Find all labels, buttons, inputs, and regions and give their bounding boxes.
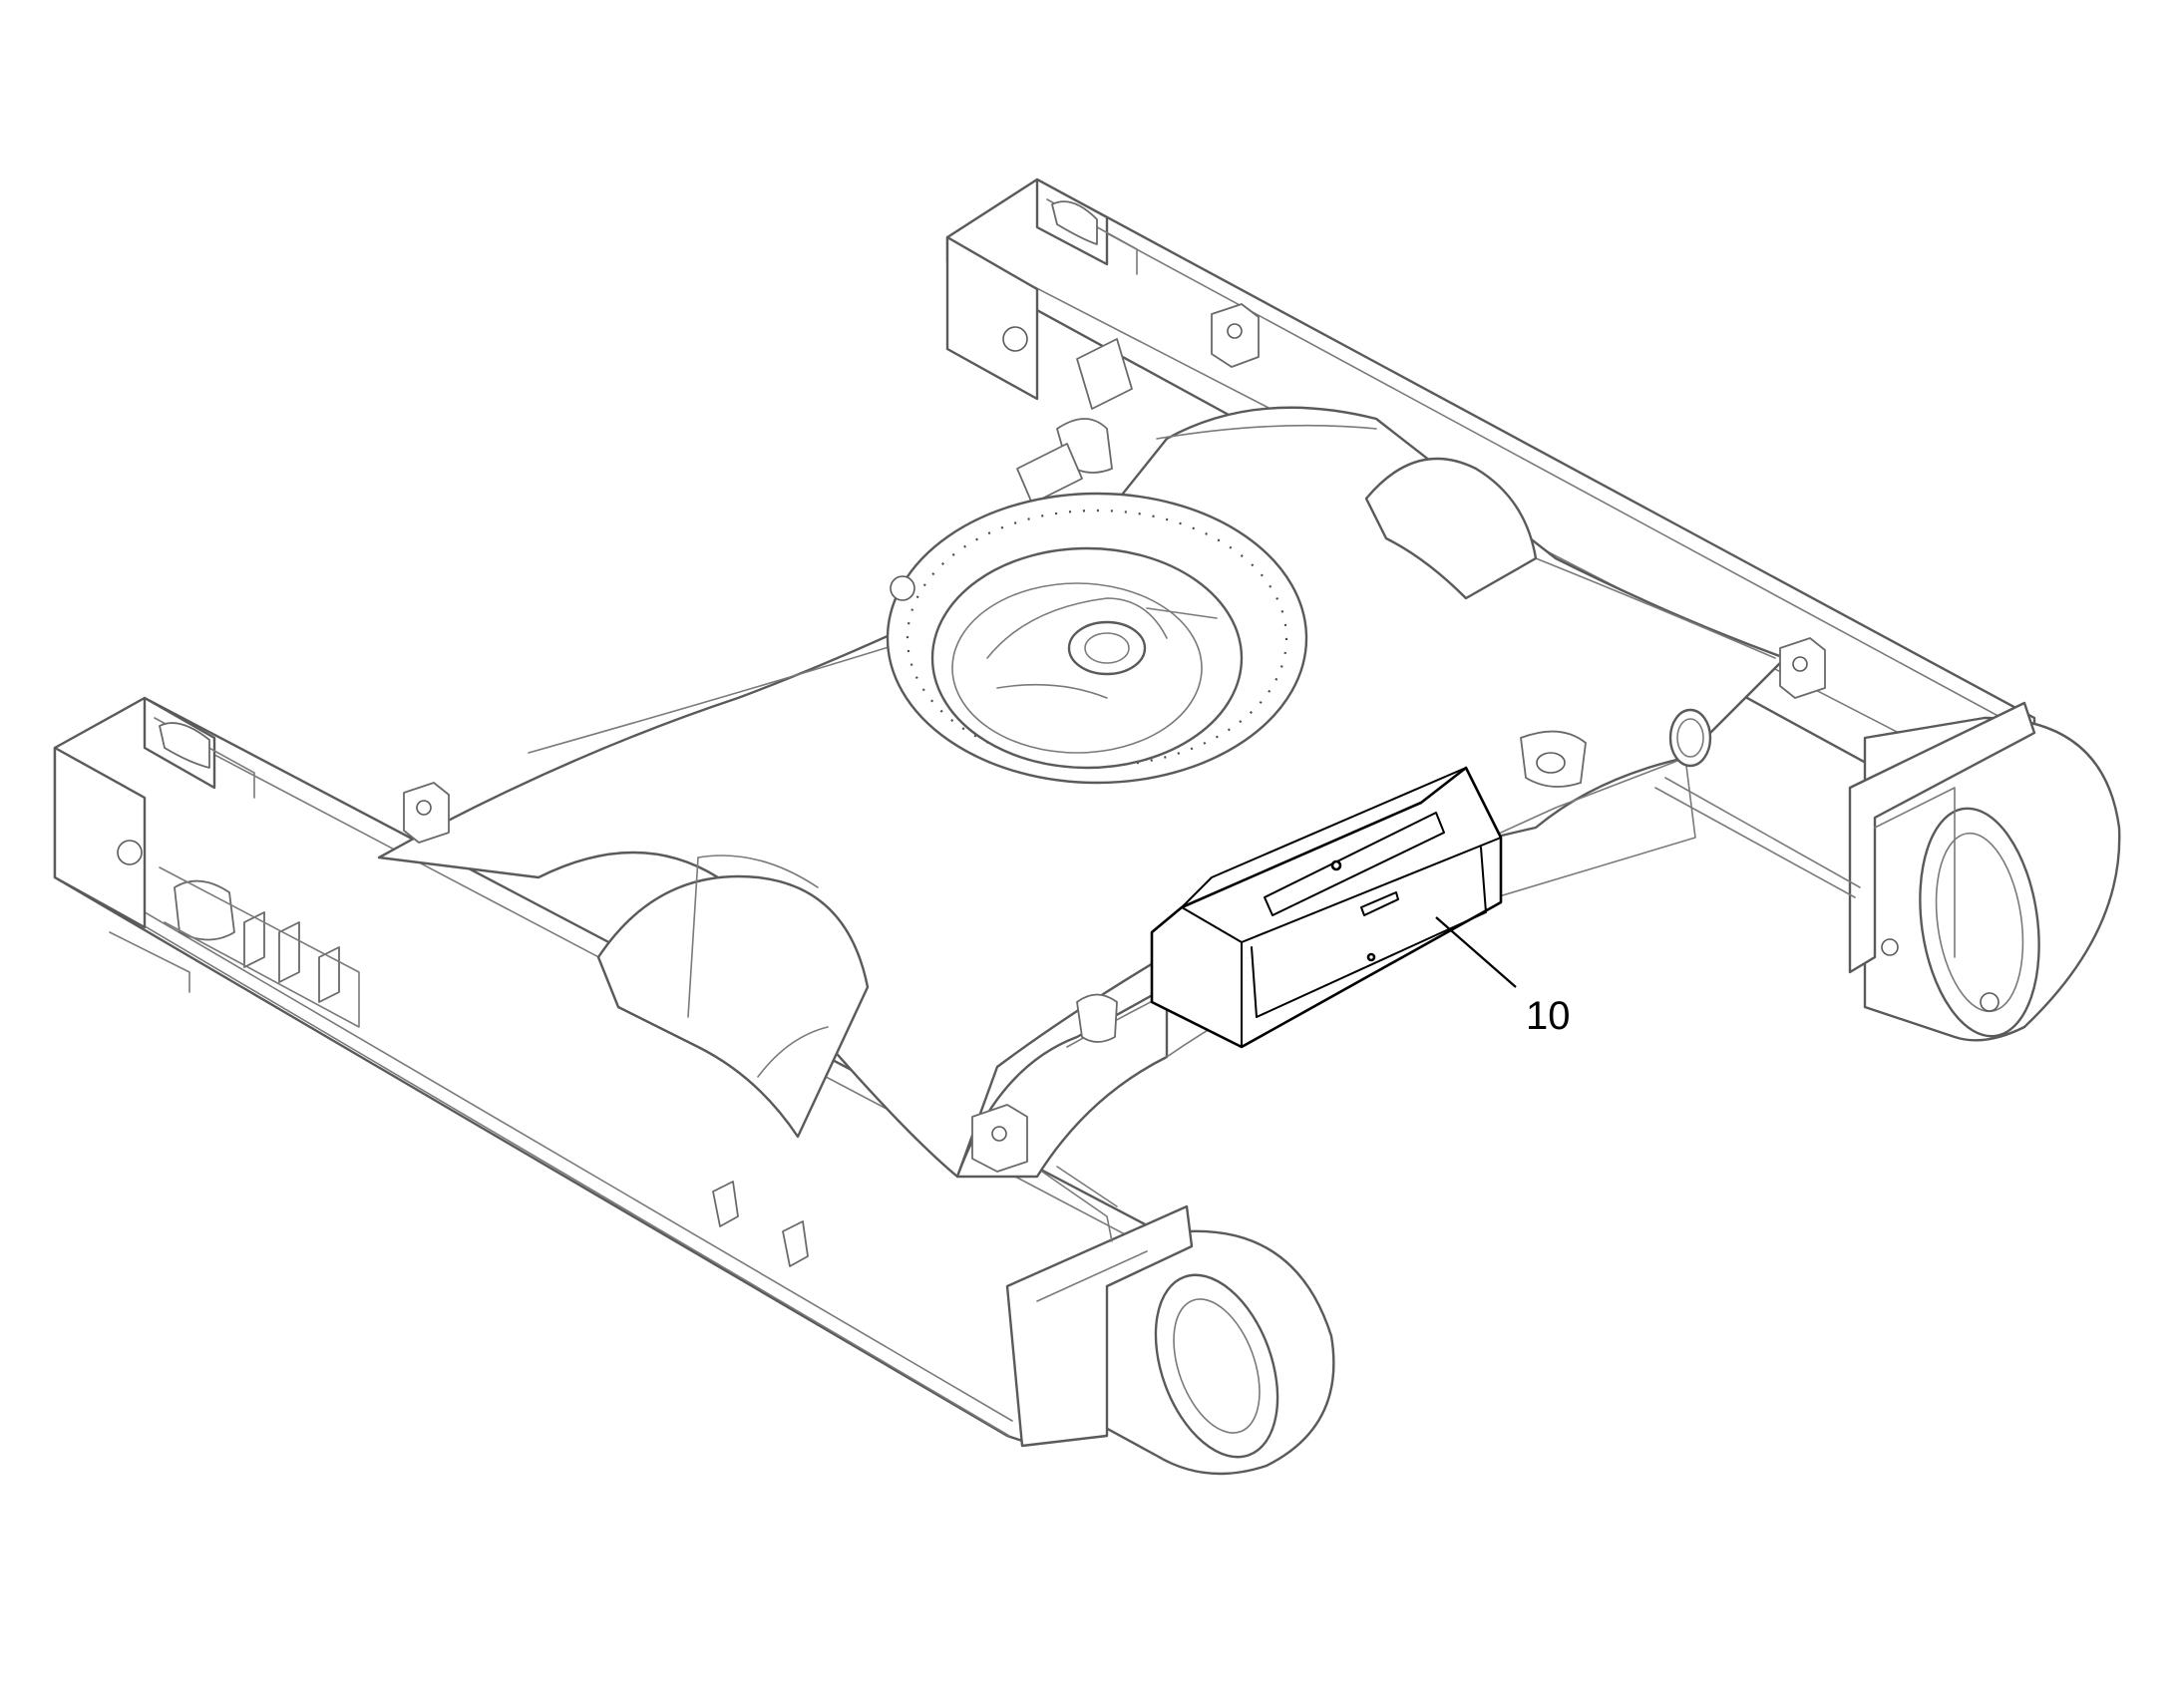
left-track-frame-beam bbox=[53, 696, 1189, 1443]
callout-10: 10 bbox=[1435, 916, 1571, 1038]
callout-label: 10 bbox=[1526, 994, 1571, 1038]
left-idler-wheel bbox=[1005, 1204, 1335, 1476]
callout-leader-line bbox=[1435, 916, 1517, 988]
center-carbody bbox=[377, 338, 1861, 1242]
part-10-storage-box bbox=[1150, 766, 1503, 1049]
swing-bearing-ring bbox=[886, 492, 1308, 785]
right-idler-wheel bbox=[1848, 701, 2121, 1042]
